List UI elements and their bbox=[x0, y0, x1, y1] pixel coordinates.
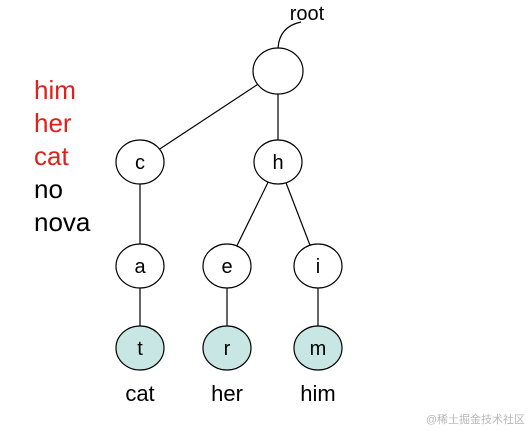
node-label-h: h bbox=[272, 152, 283, 174]
trie-nodes: c h a e i t r m bbox=[115, 47, 343, 371]
node-label-a: a bbox=[134, 256, 146, 278]
trie-node-r: r bbox=[202, 325, 252, 371]
word-list-item-no: no bbox=[34, 174, 63, 204]
node-label-i: i bbox=[316, 256, 320, 278]
trie-node-e: e bbox=[202, 243, 252, 289]
node-circle-t bbox=[115, 325, 165, 371]
node-circle-r bbox=[202, 325, 252, 371]
word-label-cat: cat bbox=[125, 381, 154, 406]
trie-node-root bbox=[252, 47, 304, 95]
watermark: @稀土掘金技术社区 bbox=[425, 414, 525, 426]
stored-words: cat her him bbox=[125, 381, 335, 406]
node-label-m: m bbox=[310, 338, 327, 360]
word-list-item-her: her bbox=[34, 108, 72, 138]
node-circle-a bbox=[115, 243, 165, 289]
node-label-t: t bbox=[137, 338, 143, 360]
node-circle-m bbox=[293, 325, 343, 371]
word-list-item-nova: nova bbox=[34, 207, 91, 237]
node-circle-h bbox=[253, 139, 303, 185]
root-label-pointer bbox=[277, 21, 302, 49]
node-label-c: c bbox=[135, 152, 145, 174]
node-circle-i bbox=[293, 243, 343, 289]
word-label-her: her bbox=[211, 381, 243, 406]
node-label-e: e bbox=[221, 256, 232, 278]
word-list-item-cat: cat bbox=[34, 141, 69, 171]
node-label-r: r bbox=[224, 338, 231, 360]
trie-node-h: h bbox=[253, 139, 303, 185]
word-list: him her cat no nova bbox=[34, 74, 90, 239]
root-label: root bbox=[290, 3, 325, 25]
trie-node-a: a bbox=[115, 243, 165, 289]
node-circle-root bbox=[252, 47, 304, 95]
trie-node-i: i bbox=[293, 243, 343, 289]
word-list-item-him: him bbox=[34, 75, 76, 105]
node-circle-e bbox=[202, 243, 252, 289]
edge-root-c bbox=[139, 70, 279, 163]
node-circle-c bbox=[115, 139, 165, 185]
trie-edges bbox=[139, 70, 319, 348]
trie-node-t: t bbox=[115, 325, 165, 371]
trie-node-m: m bbox=[293, 325, 343, 371]
word-label-him: him bbox=[300, 381, 335, 406]
trie-node-c: c bbox=[115, 139, 165, 185]
